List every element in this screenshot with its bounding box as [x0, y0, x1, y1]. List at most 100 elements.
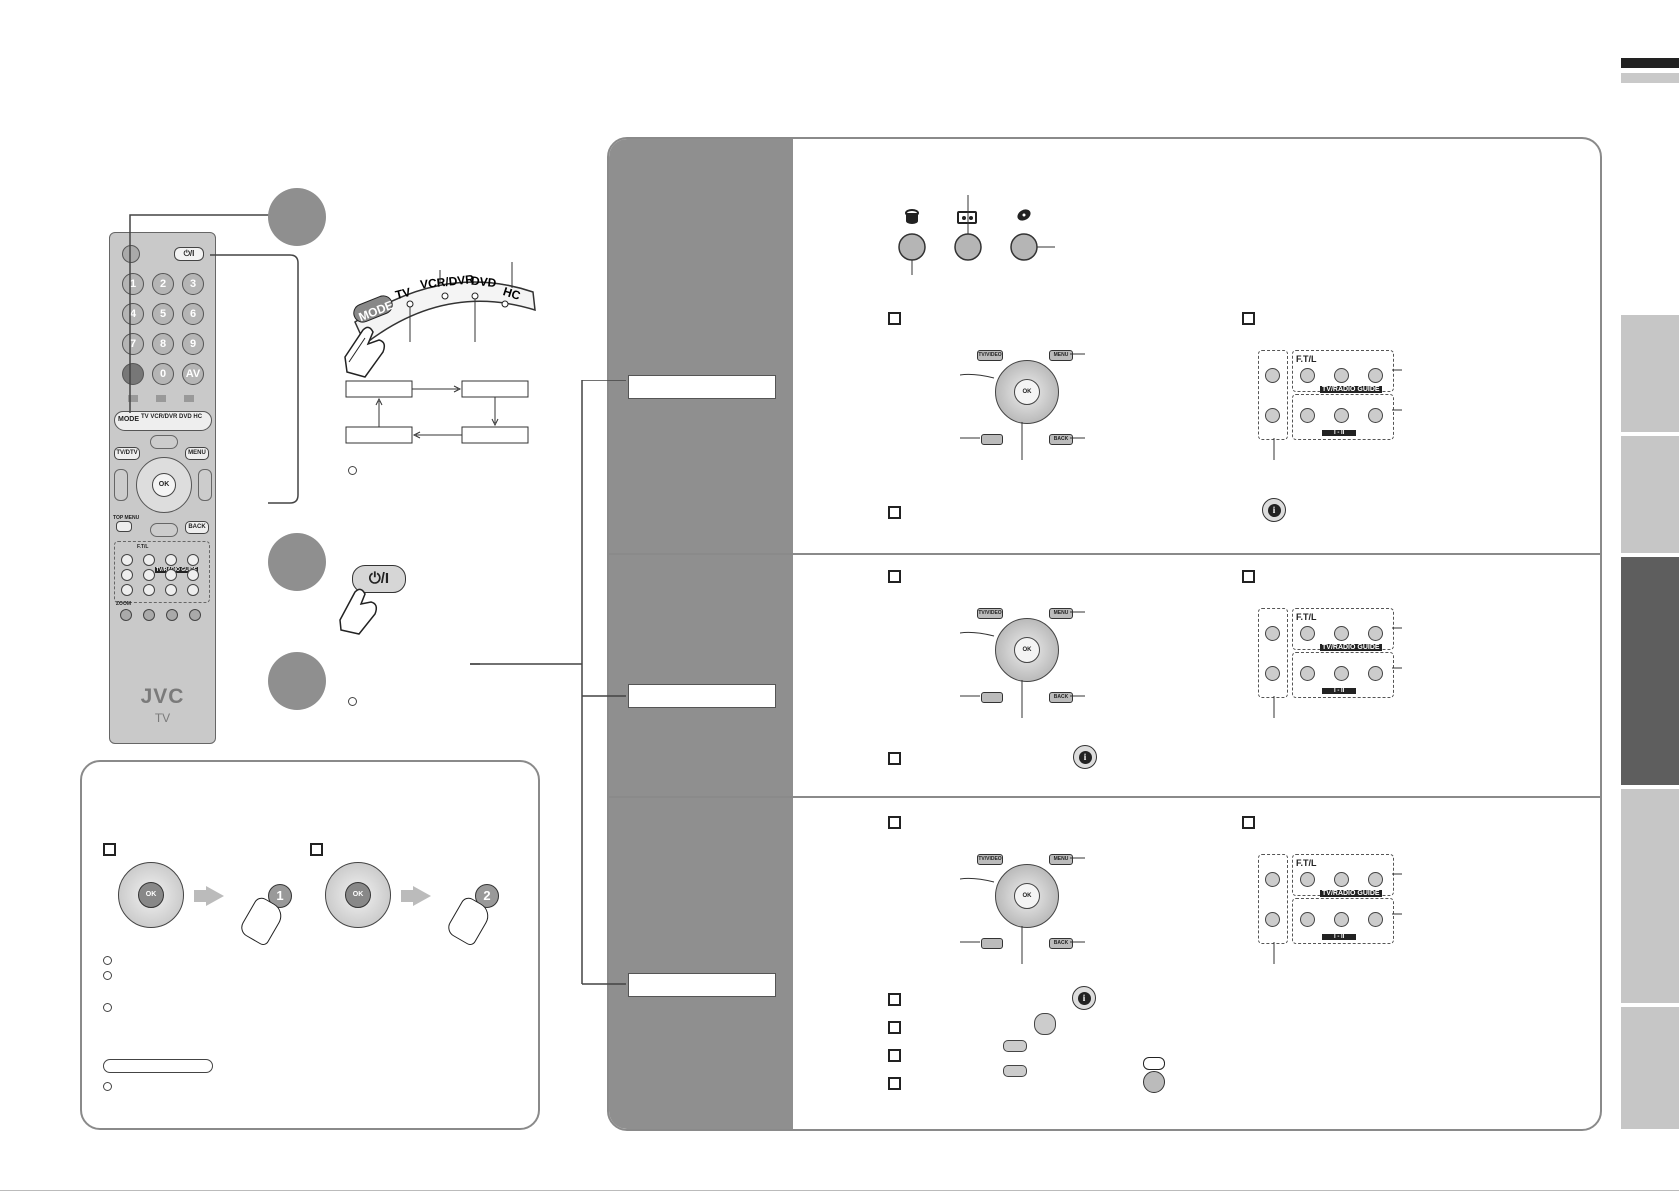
back-button[interactable]: BACK	[1049, 938, 1073, 949]
tvvideo-button[interactable]: TV/VIDEO	[977, 608, 1003, 619]
subtitle-button[interactable]	[981, 692, 1003, 703]
remote-small-key[interactable]	[165, 584, 177, 596]
remote-bottom-key[interactable]	[189, 609, 201, 621]
remote-small-key[interactable]	[187, 554, 199, 566]
remote-small-key[interactable]	[143, 584, 155, 596]
remote-number-7[interactable]: 7	[122, 333, 144, 355]
remote-number-5[interactable]: 5	[152, 303, 174, 325]
ok-button[interactable]: OK	[1014, 883, 1040, 909]
ffwd-button[interactable]	[1368, 872, 1383, 887]
remote-number-9[interactable]: 9	[182, 333, 204, 355]
stop-button[interactable]	[1334, 408, 1349, 423]
ch-down-button[interactable]	[1265, 408, 1280, 423]
side-tab-5[interactable]	[1621, 1007, 1679, 1129]
record-button[interactable]	[1300, 912, 1315, 927]
remote-number-3[interactable]: 3	[182, 273, 204, 295]
remote-mode-label[interactable]: MODE	[118, 416, 139, 423]
back-button[interactable]: BACK	[1049, 434, 1073, 445]
remote-info-button[interactable]	[122, 363, 144, 385]
remote-number-4[interactable]: 4	[122, 303, 144, 325]
record-button[interactable]	[1300, 666, 1315, 681]
ffwd-button[interactable]	[1368, 368, 1383, 383]
remote-small-key[interactable]	[165, 554, 177, 566]
rewind-button[interactable]	[1300, 368, 1315, 383]
remote-vol-left[interactable]	[114, 469, 128, 501]
remote-number-6[interactable]: 6	[182, 303, 204, 325]
stop-button[interactable]	[1334, 666, 1349, 681]
side-tab-2[interactable]	[1621, 436, 1679, 553]
tvvideo-button[interactable]: TV/VIDEO	[977, 350, 1003, 361]
info-icon-1[interactable]: i	[1262, 498, 1286, 522]
remote-small-key[interactable]	[143, 569, 155, 581]
remote-tvdtv-button[interactable]: TV/DTV	[114, 447, 140, 460]
remote-vol-right[interactable]	[198, 469, 212, 501]
p-up-icon[interactable]	[1003, 1040, 1027, 1052]
pause-button[interactable]	[1368, 666, 1383, 681]
swap-icon-button[interactable]	[1143, 1071, 1165, 1093]
sequence-ok-button[interactable]: OK	[345, 882, 371, 908]
remote-number-0[interactable]: 0	[152, 363, 174, 385]
back-button[interactable]: BACK	[1049, 692, 1073, 703]
menu-button[interactable]: MENU	[1049, 350, 1073, 361]
menu-button[interactable]: MENU	[1049, 608, 1073, 619]
remote-bottom-key[interactable]	[143, 609, 155, 621]
sequence-dpad-1[interactable]: OK	[118, 862, 184, 928]
remote-small-key[interactable]	[187, 584, 199, 596]
ch-up-button[interactable]	[1265, 626, 1280, 641]
remote-p-down[interactable]	[150, 523, 178, 537]
ok-button[interactable]: OK	[1014, 379, 1040, 405]
play-button[interactable]	[1334, 872, 1349, 887]
remote-menu-button[interactable]: MENU	[185, 447, 209, 460]
info-icon-2[interactable]: i	[1073, 745, 1097, 769]
side-tab-1[interactable]	[1621, 315, 1679, 432]
remote-bottom-key[interactable]	[120, 609, 132, 621]
ch-down-button[interactable]	[1265, 666, 1280, 681]
remote-small-key[interactable]	[121, 584, 133, 596]
remote-small-key[interactable]	[121, 569, 133, 581]
play-button[interactable]	[1334, 626, 1349, 641]
ch-up-button[interactable]	[1265, 368, 1280, 383]
p-down-icon[interactable]	[1003, 1065, 1027, 1077]
pause-button[interactable]	[1368, 912, 1383, 927]
rewind-button[interactable]	[1300, 626, 1315, 641]
dpad-ring[interactable]: OK	[995, 618, 1059, 682]
remote-p-up[interactable]	[150, 435, 178, 449]
remote-number-1[interactable]: 1	[122, 273, 144, 295]
remote-topmenu-button[interactable]	[116, 521, 132, 532]
sequence-ok-button[interactable]: OK	[138, 882, 164, 908]
record-button[interactable]	[1300, 408, 1315, 423]
stop-button[interactable]	[1334, 912, 1349, 927]
dpad-ring[interactable]: OK	[995, 360, 1059, 424]
subtitle-button[interactable]	[981, 434, 1003, 445]
remote-number-8[interactable]: 8	[152, 333, 174, 355]
remote-dpad[interactable]: OK	[136, 457, 192, 513]
menu-button[interactable]: MENU	[1049, 854, 1073, 865]
remote-number-2[interactable]: 2	[152, 273, 174, 295]
rewind-button[interactable]	[1300, 872, 1315, 887]
remote-power-button[interactable]: ⏻/I	[174, 247, 204, 261]
play-button[interactable]	[1334, 368, 1349, 383]
remote-back-button[interactable]: BACK	[185, 521, 209, 534]
pause-button[interactable]	[1368, 408, 1383, 423]
sequence-dpad-2[interactable]: OK	[325, 862, 391, 928]
subtitle-button[interactable]	[981, 938, 1003, 949]
power-button-large[interactable]: ⏻/I	[352, 565, 406, 593]
remote-light-icon[interactable]	[122, 245, 140, 263]
remote-small-key[interactable]	[165, 569, 177, 581]
ch-up-button[interactable]	[1265, 872, 1280, 887]
dpad-ring[interactable]: OK	[995, 864, 1059, 928]
tvvideo-button[interactable]: TV/VIDEO	[977, 854, 1003, 865]
ch-down-button[interactable]	[1265, 912, 1280, 927]
remote-ok-button[interactable]: OK	[152, 473, 176, 497]
remote-small-key[interactable]	[187, 569, 199, 581]
side-tab-3-active[interactable]	[1621, 557, 1679, 785]
remote-number-AV[interactable]: AV	[182, 363, 204, 385]
mute-icon[interactable]	[1034, 1013, 1056, 1035]
info-icon-3[interactable]: i	[1072, 986, 1096, 1010]
side-tab-4[interactable]	[1621, 789, 1679, 1003]
remote-small-key[interactable]	[143, 554, 155, 566]
ffwd-button[interactable]	[1368, 626, 1383, 641]
remote-small-key[interactable]	[121, 554, 133, 566]
ok-button[interactable]: OK	[1014, 637, 1040, 663]
remote-bottom-key[interactable]	[166, 609, 178, 621]
